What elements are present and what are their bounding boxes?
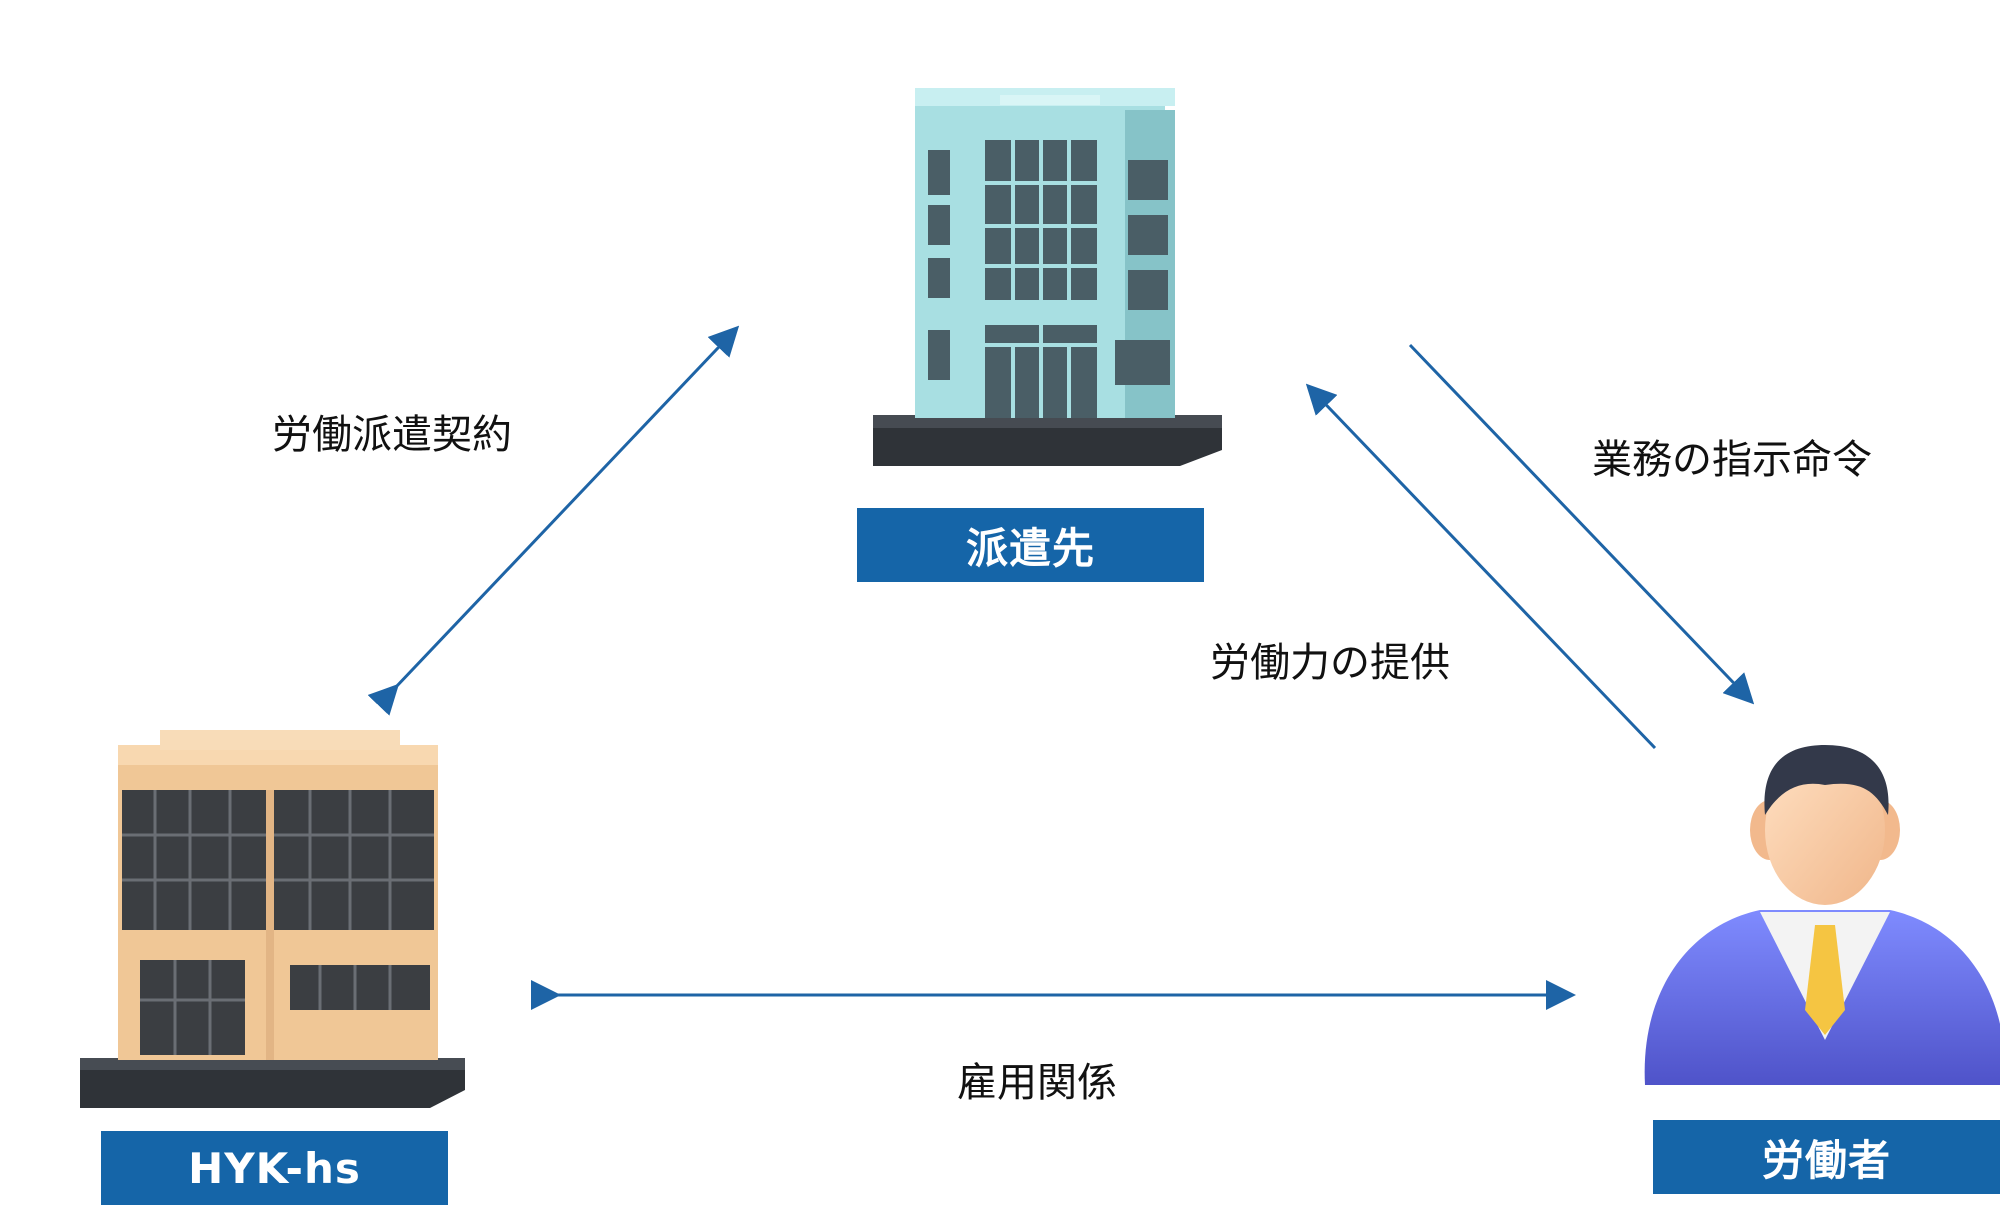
client-building-icon <box>873 88 1222 466</box>
arrow-work-instruction <box>1408 343 1755 705</box>
client-label: 派遣先 <box>857 508 1204 582</box>
worker-label: 労働者 <box>1653 1120 2000 1194</box>
labor-provision-text: 労働力の提供 <box>1210 640 1450 686</box>
arrow-dispatch-contract <box>367 325 740 716</box>
work-instruction-text: 業務の指示命令 <box>1592 437 1872 483</box>
worker-avatar-icon <box>1644 745 2000 1085</box>
dispatcher-building-icon <box>80 730 465 1108</box>
dispatcher-label: HYK-hs <box>101 1131 448 1205</box>
arrow-labor-provision <box>1305 383 1657 750</box>
employment-text: 雇用関係 <box>957 1060 1117 1106</box>
dispatch-contract-text: 労働派遣契約 <box>272 412 512 458</box>
